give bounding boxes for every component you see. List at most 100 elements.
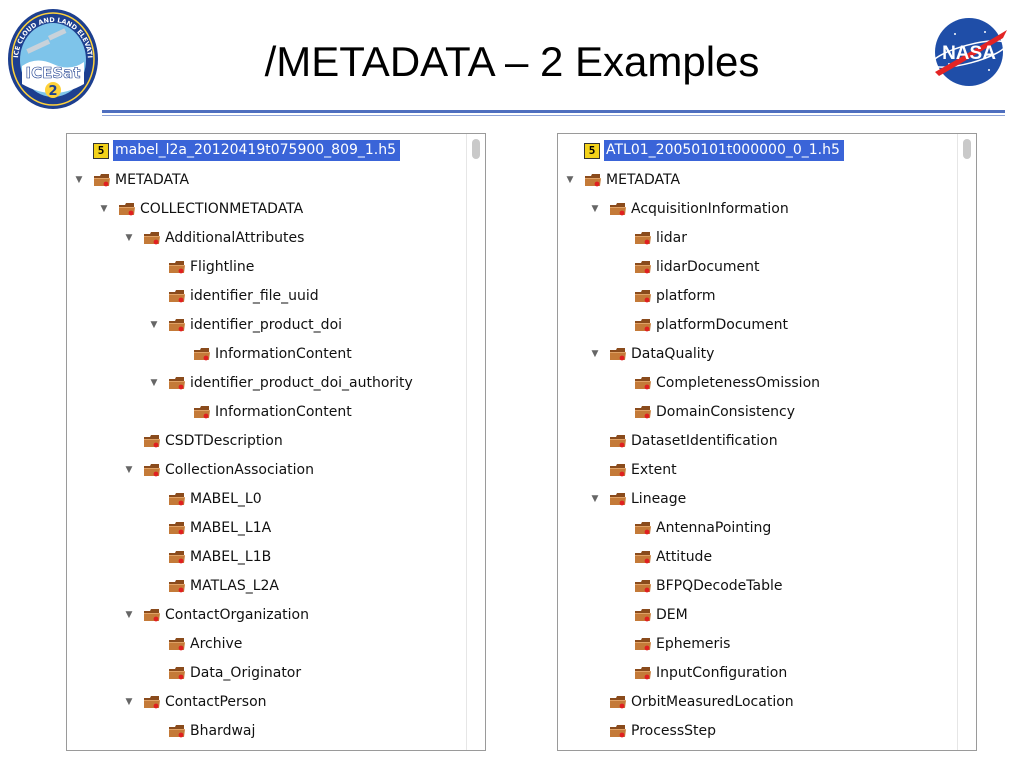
- icesat-name: ICESat: [26, 64, 81, 82]
- tree-row[interactable]: ▼Lineage: [589, 484, 687, 513]
- folder-icon: [169, 260, 185, 273]
- title-rule-thin: [102, 115, 1005, 116]
- tree-row[interactable]: ▼MABEL_L1A: [148, 513, 271, 542]
- h5-file-icon: 5: [93, 142, 109, 159]
- tree-row-label: DatasetIdentification: [631, 432, 778, 449]
- folder-icon: [635, 231, 651, 244]
- tree-row[interactable]: ▼DEM: [614, 600, 688, 629]
- tree-row[interactable]: ▼InformationContent: [173, 397, 352, 426]
- tree-row-label: ATL01_20050101t000000_0_1.h5: [604, 140, 844, 161]
- tree-row-label: InformationContent: [215, 403, 352, 420]
- tree-row[interactable]: ▼OrbitMeasuredLocation: [589, 687, 794, 716]
- tree-row[interactable]: ▼ COLLECTIONMETADATA: [98, 194, 304, 223]
- tree-row[interactable]: ▼AcquisitionInformation: [589, 194, 789, 223]
- left-scrollbar-thumb[interactable]: [472, 139, 480, 159]
- folder-icon: [169, 521, 185, 534]
- expand-toggle-icon[interactable]: ▼: [75, 174, 83, 185]
- tree-row[interactable]: ▼ProcessStep: [589, 716, 716, 745]
- tree-row-label: identifier_product_doi_authority: [190, 374, 413, 391]
- tree-row[interactable]: ▼ContactOrganization: [123, 600, 309, 629]
- tree-row[interactable]: ▼CSDTDescription: [123, 426, 283, 455]
- folder-icon: [635, 666, 651, 679]
- tree-row[interactable]: ▼platformDocument: [614, 310, 788, 339]
- tree-row-label: COLLECTIONMETADATA: [140, 200, 304, 217]
- expand-toggle-icon[interactable]: ▼: [591, 203, 599, 214]
- tree-row[interactable]: ▼InformationContent: [173, 339, 352, 368]
- expand-toggle-icon[interactable]: ▼: [125, 232, 133, 243]
- folder-icon: [635, 405, 651, 418]
- tree-row[interactable]: ▼DataQuality: [589, 339, 715, 368]
- tree-row-label: lidar: [656, 229, 688, 246]
- tree-row[interactable]: ▼InputConfiguration: [614, 658, 787, 687]
- tree-row-label: MABEL_L0: [190, 490, 262, 507]
- tree-row[interactable]: ▼lidarDocument: [614, 252, 760, 281]
- tree-row[interactable]: ▼DomainConsistency: [614, 397, 795, 426]
- tree-row[interactable]: ▼Flightline: [148, 252, 254, 281]
- folder-icon: [144, 434, 160, 447]
- slide-title: /METADATA – 2 Examples: [264, 38, 760, 85]
- tree-row[interactable]: ▼identifier_product_doi: [148, 310, 343, 339]
- tree-row[interactable]: ▼MABEL_L1B: [148, 542, 271, 571]
- folder-icon: [610, 463, 626, 476]
- folder-icon: [610, 202, 626, 215]
- tree-row[interactable]: ▼CompletenessOmission: [614, 368, 820, 397]
- tree-row[interactable]: ▼AntennaPointing: [614, 513, 771, 542]
- tree-row[interactable]: ▼Data_Originator: [148, 658, 301, 687]
- tree-row[interactable]: ▼AdditionalAttributes: [123, 223, 305, 252]
- tree-row[interactable]: ▼ METADATA: [73, 165, 190, 194]
- tree-row[interactable]: ▼Bhardwaj: [148, 716, 255, 745]
- left-scrollbar[interactable]: [466, 134, 485, 750]
- folder-icon: [635, 521, 651, 534]
- tree-row-label: Extent: [631, 461, 677, 478]
- tree-row[interactable]: ▼Attitude: [614, 542, 712, 571]
- folder-icon: [169, 289, 185, 302]
- expand-toggle-icon[interactable]: ▼: [150, 319, 158, 330]
- tree-row[interactable]: ▼BFPQDecodeTable: [614, 571, 782, 600]
- tree-row[interactable]: ▼Ephemeris: [614, 629, 730, 658]
- tree-row-label: lidarDocument: [656, 258, 760, 275]
- folder-icon: [635, 550, 651, 563]
- tree-row-label: AntennaPointing: [656, 519, 772, 536]
- tree-row-label: Ephemeris: [656, 635, 731, 652]
- tree-row-label: MABEL_L1A: [190, 519, 272, 536]
- tree-row[interactable]: ▼lidar: [614, 223, 687, 252]
- icesat2-logo: ICE CLOUD AND LAND ELEVATION SATELLITE I…: [6, 4, 98, 109]
- expand-toggle-icon[interactable]: ▼: [591, 348, 599, 359]
- tree-row[interactable]: ▼ContactPerson: [123, 687, 267, 716]
- tree-row[interactable]: ▼Archive: [148, 629, 242, 658]
- tree-row-label: OrbitMeasuredLocation: [631, 693, 794, 710]
- expand-toggle-icon[interactable]: ▼: [125, 696, 133, 707]
- right-scrollbar-thumb[interactable]: [963, 139, 971, 159]
- tree-row-label: Flightline: [190, 258, 255, 275]
- right-tree-panel[interactable]: ▼5ATL01_20050101t000000_0_1.h5▼METADATA▼…: [557, 133, 977, 751]
- right-scrollbar[interactable]: [957, 134, 976, 750]
- tree-row[interactable]: ▼Extent: [589, 455, 677, 484]
- expand-toggle-icon[interactable]: ▼: [591, 493, 599, 504]
- tree-row[interactable]: ▼identifier_file_uuid: [148, 281, 319, 310]
- expand-toggle-icon[interactable]: ▼: [150, 377, 158, 388]
- tree-row-label: identifier_file_uuid: [190, 287, 319, 304]
- folder-icon: [635, 289, 651, 302]
- folder-icon: [144, 695, 160, 708]
- tree-row[interactable]: ▼METADATA: [564, 165, 681, 194]
- folder-icon: [610, 434, 626, 447]
- tree-row[interactable]: ▼platform: [614, 281, 716, 310]
- folder-icon: [635, 376, 651, 389]
- tree-row[interactable]: ▼DatasetIdentification: [589, 426, 778, 455]
- tree-row-label: METADATA: [115, 171, 190, 188]
- tree-row-label: ProcessStep: [631, 722, 716, 739]
- tree-row[interactable]: ▼ identifier_product_doi_authority: [148, 368, 413, 397]
- tree-row-label: InformationContent: [215, 345, 352, 362]
- expand-toggle-icon[interactable]: ▼: [566, 174, 574, 185]
- tree-row[interactable]: ▼MABEL_L0: [148, 484, 262, 513]
- expand-toggle-icon[interactable]: ▼: [125, 464, 133, 475]
- expand-toggle-icon[interactable]: ▼: [100, 203, 108, 214]
- tree-row[interactable]: ▼CollectionAssociation: [123, 455, 314, 484]
- folder-icon: [610, 347, 626, 360]
- folder-icon: [610, 492, 626, 505]
- expand-toggle-icon[interactable]: ▼: [125, 609, 133, 620]
- tree-row[interactable]: ▼MATLAS_L2A: [148, 571, 279, 600]
